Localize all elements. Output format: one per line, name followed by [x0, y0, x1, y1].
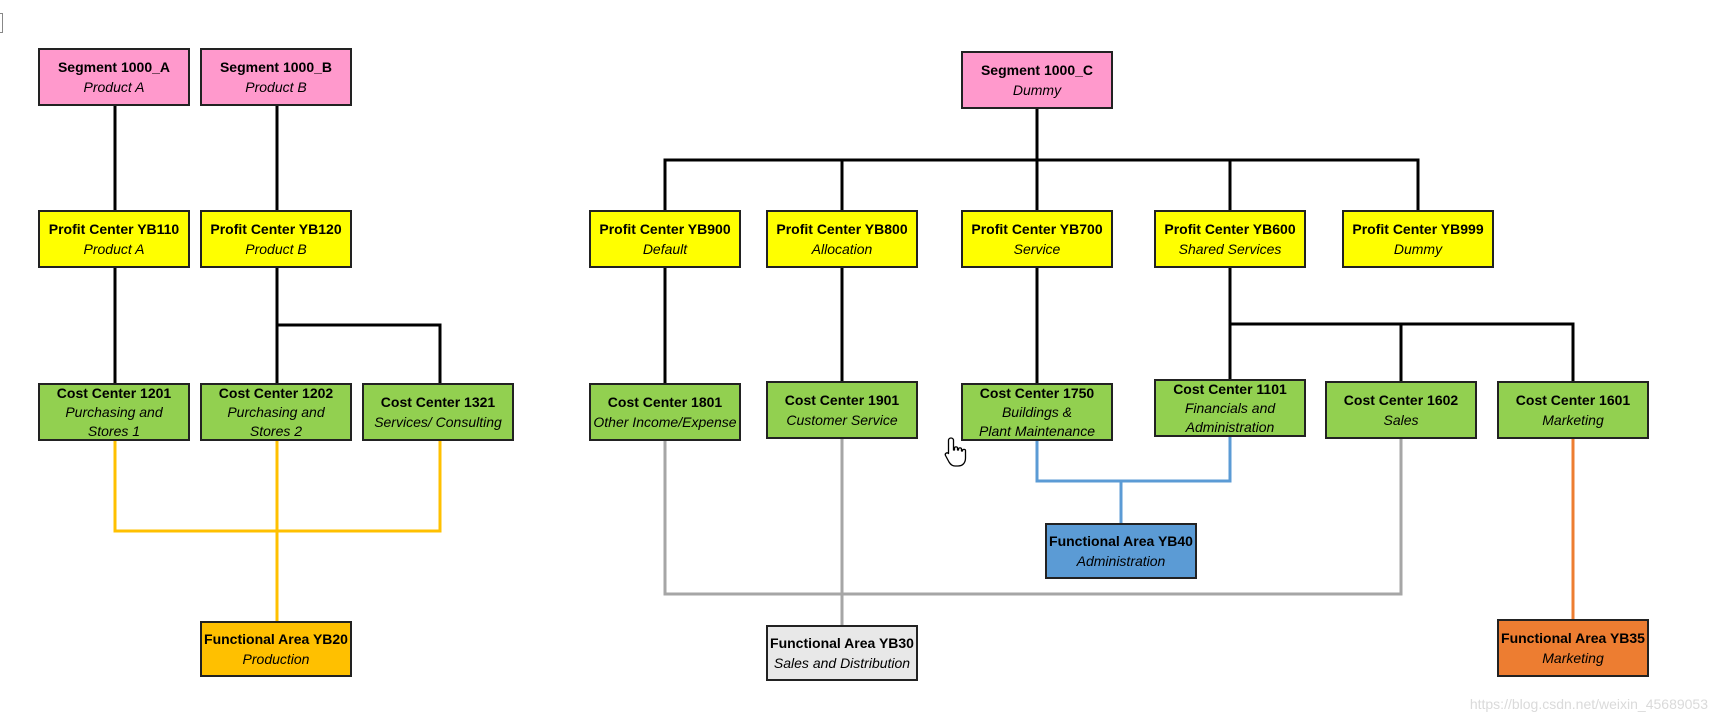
node-title: Functional Area YB20	[204, 631, 348, 647]
node-title: Profit Center YB800	[776, 221, 908, 237]
node-subtitle: Purchasing and Stores 1	[65, 403, 163, 439]
connector-grey-0	[663, 437, 1403, 596]
node-subtitle: Product A	[83, 241, 145, 257]
window-edge-marker	[0, 13, 3, 33]
watermark: https://blog.csdn.net/weixin_45689053	[1469, 696, 1708, 712]
node-title: Profit Center YB600	[1164, 221, 1296, 237]
node-seg-c: Segment 1000_C Dummy	[961, 51, 1113, 109]
node-title: Profit Center YB900	[599, 221, 731, 237]
node-title: Cost Center 1901	[784, 392, 900, 408]
node-title: Functional Area YB30	[770, 635, 914, 651]
node-title: Cost Center 1801	[607, 394, 723, 410]
node-title: Cost Center 1201	[56, 384, 172, 401]
node-title: Profit Center YB999	[1352, 221, 1484, 237]
connector-blue-0	[1035, 435, 1232, 483]
node-subtitle: Marketing	[1542, 650, 1604, 666]
node-subtitle: Production	[242, 651, 310, 667]
node-seg-b: Segment 1000_B Product B	[200, 48, 352, 106]
node-title: Profit Center YB120	[210, 221, 342, 237]
node-title: Cost Center 1601	[1515, 392, 1631, 408]
node-title: Cost Center 1101	[1173, 380, 1287, 397]
node-subtitle: Product A	[83, 79, 145, 95]
node-title: Profit Center YB110	[48, 221, 180, 237]
node-subtitle: Default	[642, 241, 688, 257]
node-subtitle: Shared Services	[1178, 241, 1282, 257]
hand-pointer-icon	[944, 437, 967, 467]
node-subtitle: Allocation	[811, 241, 873, 257]
node-subtitle: Sales and Distribution	[773, 655, 911, 671]
node-title: Profit Center YB700	[971, 221, 1103, 237]
node-subtitle: Administration	[1076, 553, 1166, 569]
node-title: Segment 1000_B	[219, 59, 333, 75]
node-subtitle: Services/ Consulting	[374, 414, 502, 430]
node-subtitle: Marketing	[1542, 412, 1604, 428]
node-title: Segment 1000_A	[57, 59, 171, 75]
node-title: Cost Center 1750	[979, 384, 1095, 401]
node-title: Functional Area YB35	[1501, 630, 1645, 646]
node-subtitle: Purchasing and Stores 2	[227, 403, 325, 439]
node-subtitle: Customer Service	[786, 412, 898, 428]
node-subtitle: Dummy	[1012, 82, 1062, 98]
node-title: Cost Center 1202	[218, 384, 334, 401]
node-title: Cost Center 1321	[380, 394, 496, 410]
connector-black-11	[275, 323, 442, 385]
node-title: Functional Area YB40	[1049, 533, 1193, 549]
node-subtitle: Other Income/Expense	[593, 414, 737, 430]
node-subtitle: Buildings & Plant Maintenance	[979, 403, 1095, 439]
node-seg-a: Segment 1000_A Product A	[38, 48, 190, 106]
node-subtitle: Product B	[245, 79, 307, 95]
node-subtitle: Product B	[245, 241, 307, 257]
node-subtitle: Sales	[1383, 412, 1419, 428]
node-subtitle: Financials and Administration	[1184, 399, 1276, 435]
node-title: Segment 1000_C	[980, 62, 1094, 78]
node-subtitle: Service	[1013, 241, 1061, 257]
node-title: Cost Center 1602	[1343, 392, 1459, 408]
node-subtitle: Dummy	[1393, 241, 1443, 257]
